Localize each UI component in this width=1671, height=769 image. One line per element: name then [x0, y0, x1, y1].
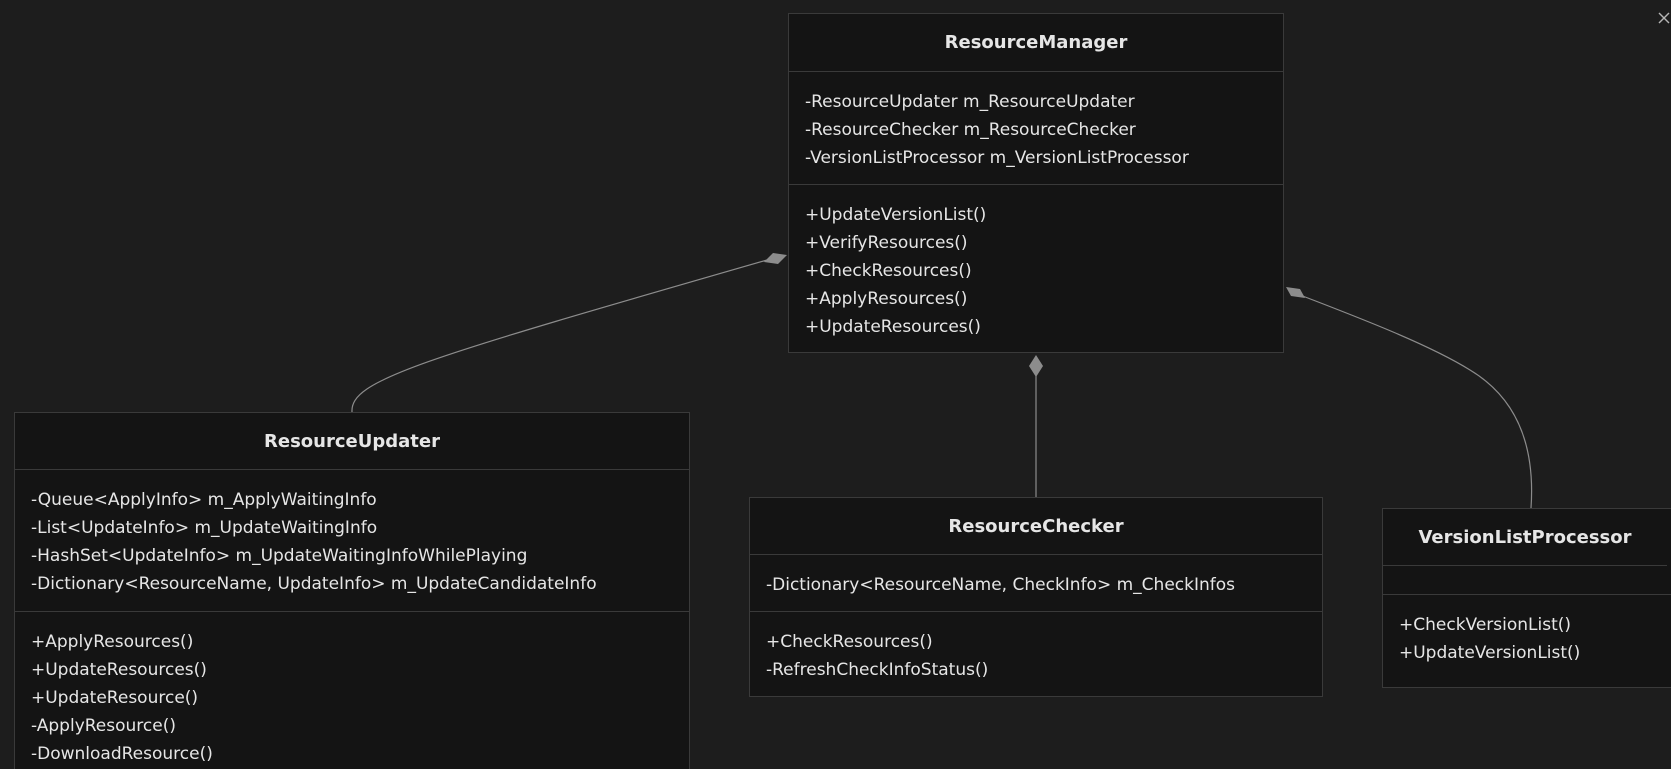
class-resource-updater[interactable]: ResourceUpdater -Queue<ApplyInfo> m_Appl…	[14, 412, 690, 769]
method: +ApplyResources()	[31, 632, 194, 652]
attribute: -ResourceChecker m_ResourceChecker	[805, 120, 1136, 140]
attribute: -Dictionary<ResourceName, UpdateInfo> m_…	[31, 574, 597, 594]
method: +UpdateResources()	[805, 317, 981, 337]
class-name: ResourceChecker	[750, 498, 1322, 555]
method: +CheckResources()	[766, 632, 933, 652]
class-attributes: -Queue<ApplyInfo> m_ApplyWaitingInfo -Li…	[15, 470, 689, 612]
method: -RefreshCheckInfoStatus()	[766, 660, 989, 680]
attribute: -Queue<ApplyInfo> m_ApplyWaitingInfo	[31, 490, 377, 510]
class-resource-checker[interactable]: ResourceChecker -Dictionary<ResourceName…	[749, 497, 1323, 697]
method: +UpdateResource()	[31, 688, 199, 708]
class-attributes	[1383, 566, 1671, 595]
attribute: -Dictionary<ResourceName, CheckInfo> m_C…	[766, 575, 1235, 595]
composition-diamond-icon	[1286, 287, 1305, 298]
class-name: ResourceManager	[789, 14, 1283, 72]
class-methods: +CheckVersionList() +UpdateVersionList()	[1383, 595, 1671, 677]
method: +VerifyResources()	[805, 233, 968, 253]
method: -DownloadResource()	[31, 744, 213, 764]
attribute: -VersionListProcessor m_VersionListProce…	[805, 148, 1189, 168]
method: -ApplyResource()	[31, 716, 176, 736]
relation-manager-checker	[1029, 355, 1043, 498]
class-name: VersionListProcessor	[1383, 509, 1667, 566]
method: +UpdateVersionList()	[805, 205, 987, 225]
method: +UpdateResources()	[31, 660, 207, 680]
close-icon[interactable]	[1656, 10, 1671, 26]
class-attributes: -Dictionary<ResourceName, CheckInfo> m_C…	[750, 555, 1322, 612]
attribute: -HashSet<UpdateInfo> m_UpdateWaitingInfo…	[31, 546, 528, 566]
method: +UpdateVersionList()	[1399, 643, 1581, 663]
composition-diamond-icon	[764, 253, 787, 264]
class-resource-manager[interactable]: ResourceManager -ResourceUpdater m_Resou…	[788, 13, 1284, 353]
composition-diamond-icon	[1029, 355, 1043, 377]
attribute: -List<UpdateInfo> m_UpdateWaitingInfo	[31, 518, 378, 538]
method: +CheckVersionList()	[1399, 615, 1572, 635]
class-version-list-processor[interactable]: VersionListProcessor +CheckVersionList()…	[1382, 508, 1671, 688]
relation-manager-versionlist	[1286, 287, 1533, 509]
relation-manager-updater	[351, 253, 787, 413]
class-methods: +ApplyResources() +UpdateResources() +Up…	[15, 612, 689, 769]
class-methods: +UpdateVersionList() +VerifyResources() …	[789, 185, 1283, 351]
class-attributes: -ResourceUpdater m_ResourceUpdater -Reso…	[789, 72, 1283, 185]
class-name: ResourceUpdater	[15, 413, 689, 470]
class-methods: +CheckResources() -RefreshCheckInfoStatu…	[750, 612, 1322, 694]
attribute: -ResourceUpdater m_ResourceUpdater	[805, 92, 1135, 112]
method: +CheckResources()	[805, 261, 972, 281]
method: +ApplyResources()	[805, 289, 968, 309]
